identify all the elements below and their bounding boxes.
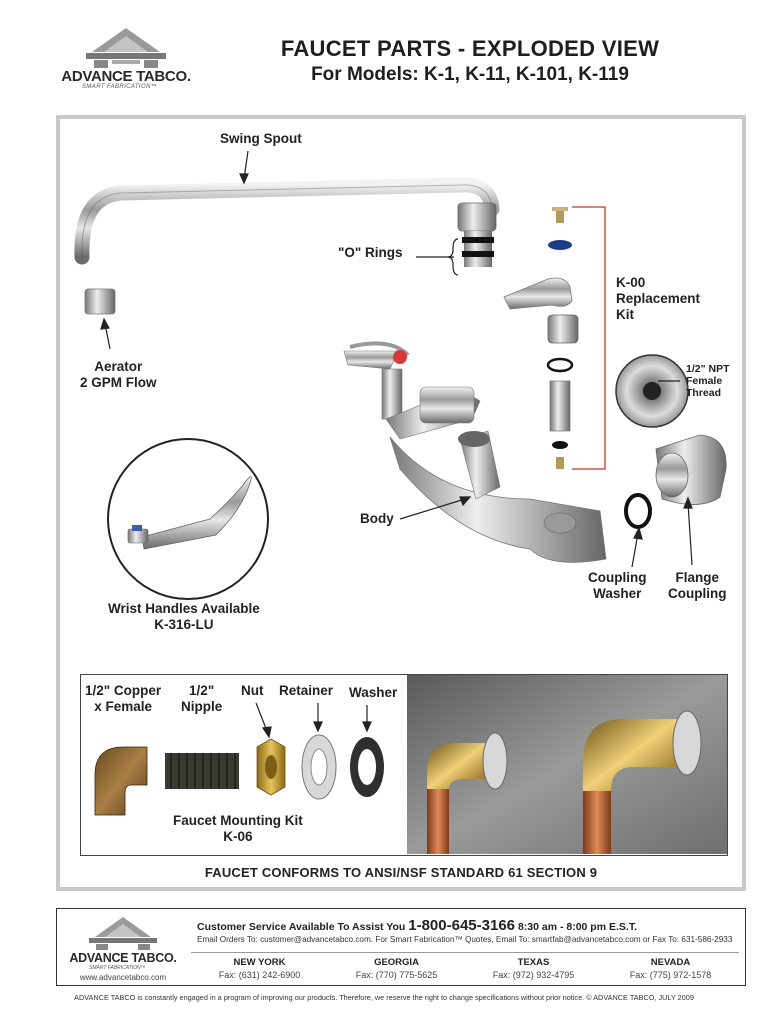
nut-label: Nut (241, 683, 264, 698)
page-subtitle: For Models: K-1, K-11, K-101, K-119 (311, 64, 629, 85)
installed-fittings-photo (407, 675, 727, 854)
nipple-label: 1/2"Nipple (181, 683, 223, 714)
footer-logo: ADVANCE TABCO. SMART FABRICATION™ www.ad… (63, 915, 183, 982)
footer-brand-tagline: SMART FABRICATION™ (89, 965, 146, 971)
website-link[interactable]: www.advancetabco.com (79, 973, 167, 982)
brand-logo: ADVANCE TABCO. SMART FABRICATION™ (56, 26, 196, 96)
o-rings-part (462, 231, 494, 267)
contact-footer: ADVANCE TABCO. SMART FABRICATION™ www.ad… (56, 908, 746, 986)
page-title: FAUCET PARTS - EXPLODED VIEW (280, 36, 660, 61)
washer-label: Washer (349, 685, 398, 700)
ansi-standard-note: FAUCET CONFORMS TO ANSI/NSF STANDARD 61 … (204, 865, 598, 880)
faucet-body-part (343, 341, 607, 563)
aerator-part (84, 288, 116, 315)
faucet-parts-illustration (74, 150, 727, 600)
footer-logo-mark-icon (89, 917, 157, 950)
customer-service-line: Customer Service Available To Assist You… (197, 917, 637, 934)
footer-brand-name: ADVANCE TABCO. (69, 951, 177, 965)
leader-lines (100, 150, 693, 568)
body-label: Body (360, 511, 394, 526)
mounting-kit-illustration (94, 702, 384, 816)
service-hours: 8:30 am - 8:00 pm E.S.T. (517, 921, 637, 933)
email-instructions: Email Orders To: customer@advancetabco.c… (197, 935, 733, 944)
swing-spout-label: Swing Spout (220, 131, 302, 146)
coupling-washer-part (624, 493, 652, 529)
swing-spout-part (74, 177, 500, 265)
retainer-label: Retainer (279, 683, 334, 698)
disclaimer-text: ADVANCE TABCO is constantly engaged in a… (74, 993, 694, 1002)
brand-tagline: SMART FABRICATION™ (82, 84, 158, 90)
replacement-kit-parts (503, 207, 579, 469)
brand-name: ADVANCE TABCO. (61, 68, 191, 85)
logo-mark-icon (86, 28, 166, 68)
phone-number[interactable]: 1-800-645-3166 (408, 917, 516, 934)
o-rings-label: "O" Rings (338, 245, 403, 260)
flange-coupling-part (655, 434, 727, 505)
wrist-handle-detail (107, 438, 269, 600)
installed-fittings-image (407, 675, 727, 854)
